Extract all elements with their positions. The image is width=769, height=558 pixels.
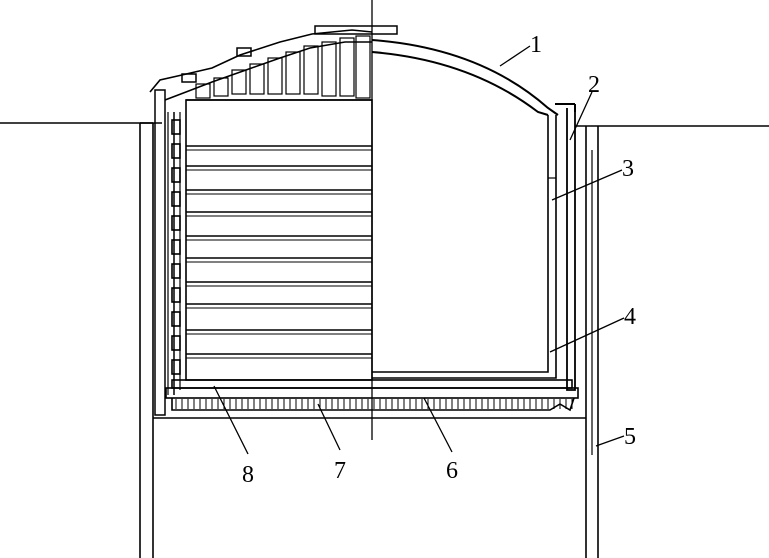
element-clip: [171, 167, 181, 183]
retort-wall-right: [372, 108, 576, 391]
hearth-heating-grid: [175, 399, 573, 409]
lid-brick: [321, 41, 337, 97]
lid-brick: [231, 69, 247, 95]
element-clip: [171, 215, 181, 231]
furnace-cover: [371, 39, 576, 116]
callout-1: 1: [530, 32, 542, 58]
callout-8: 8: [242, 462, 254, 488]
leader-lines: [213, 45, 625, 455]
element-clip: [171, 311, 181, 327]
heating-elements: [171, 119, 181, 375]
lid-brick: [249, 63, 265, 95]
element-clip: [171, 287, 181, 303]
callout-3: 3: [622, 156, 634, 182]
furnace-wall-left: [154, 89, 181, 416]
element-clip: [171, 191, 181, 207]
work-load-stack: [185, 99, 373, 381]
callout-4: 4: [624, 304, 636, 330]
pit-wall: [139, 122, 599, 558]
lid-brick: [303, 45, 319, 95]
lid-brick: [355, 35, 371, 99]
element-clip: [171, 335, 181, 351]
lid-brick: [267, 57, 283, 95]
lid-brick: [339, 37, 355, 97]
ground-line: [0, 122, 769, 127]
element-clip: [171, 119, 181, 135]
callout-5: 5: [624, 424, 636, 450]
lid-brick: [285, 51, 301, 95]
lid-brick-lining: [149, 25, 398, 101]
element-clip: [171, 359, 181, 375]
element-clip: [171, 239, 181, 255]
element-clip: [171, 143, 181, 159]
lid-brick: [195, 83, 211, 99]
callout-2: 2: [588, 72, 600, 98]
lid-brick: [213, 77, 229, 97]
callout-6: 6: [446, 458, 458, 484]
callout-7: 7: [334, 458, 346, 484]
element-clip: [171, 263, 181, 279]
